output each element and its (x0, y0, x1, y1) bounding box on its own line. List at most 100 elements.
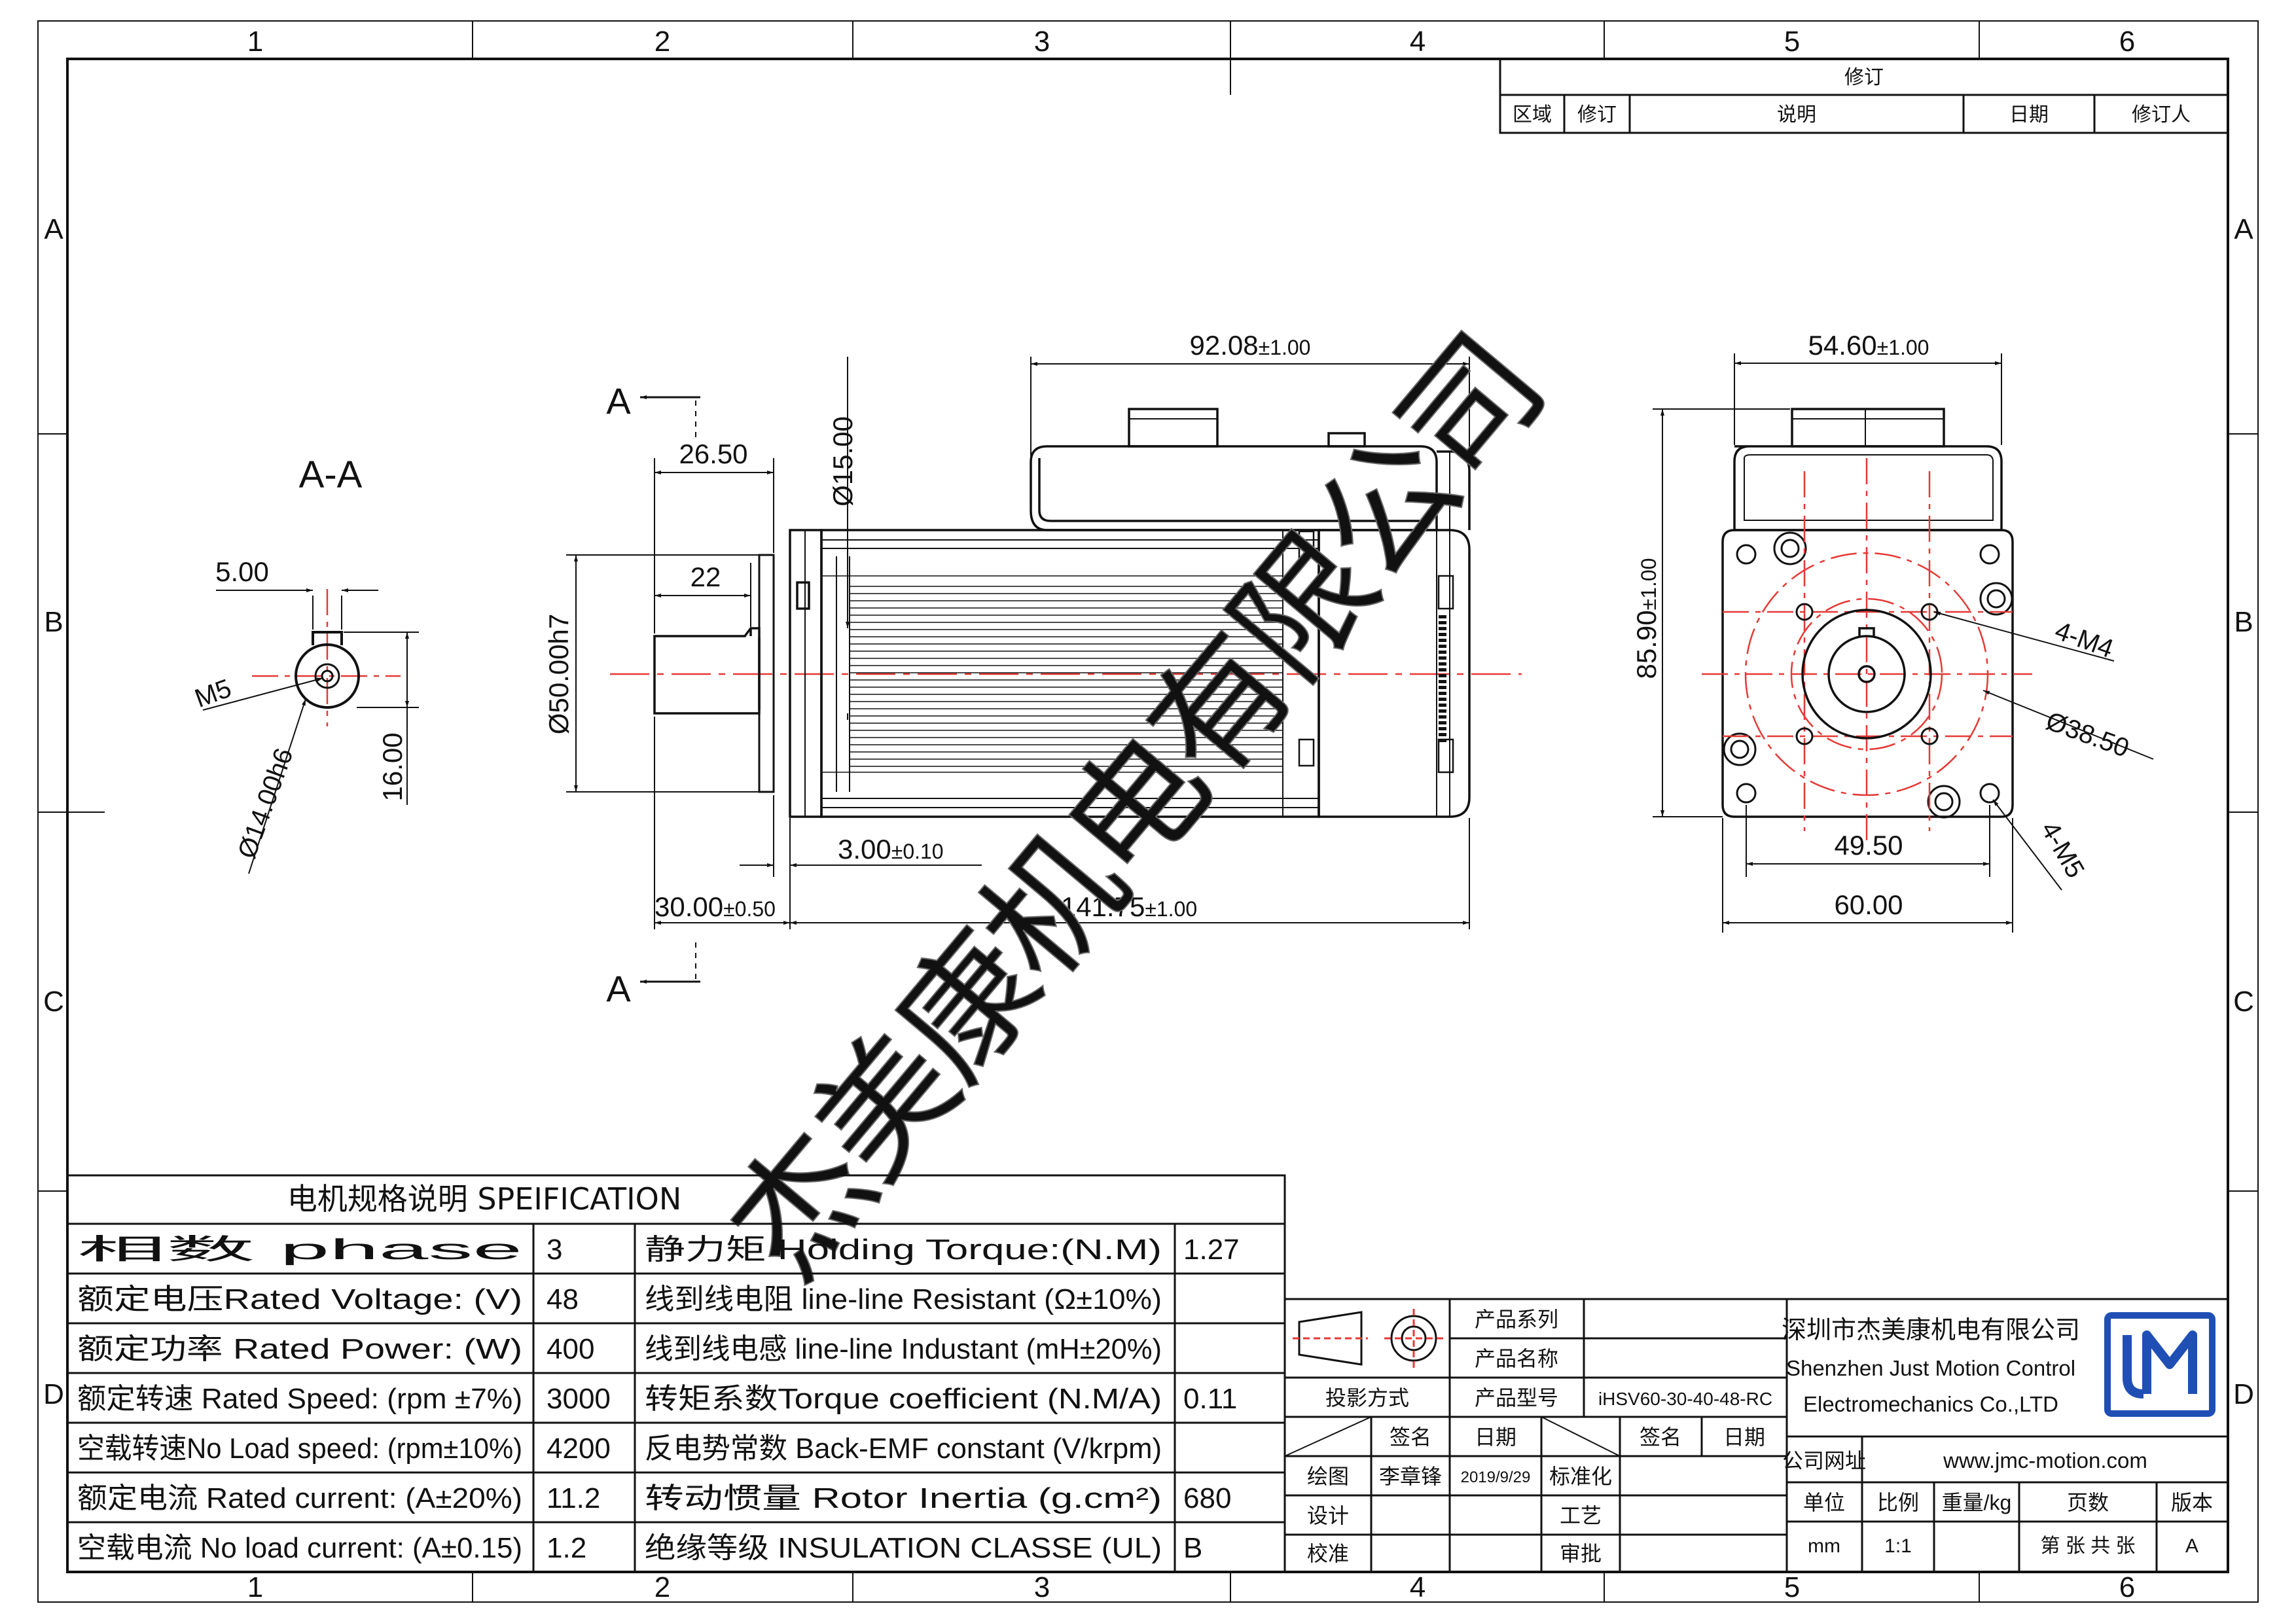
product-model-value: iHSV60-30-40-48-RC (1598, 1389, 1772, 1409)
section-letter-bottom: A (606, 968, 631, 1009)
dim-26-50: 26.50 (679, 438, 747, 469)
revision-title: 修订 (1844, 67, 1884, 88)
gear-tooth (1439, 651, 1446, 654)
zone-row-b-right: B (2234, 606, 2253, 638)
spec-cell-p1: 额定电压Rated Voltage: (V) (77, 1283, 522, 1315)
dim-flat: 16.00 (377, 732, 408, 801)
zone-col-1-bottom: 1 (247, 1571, 263, 1603)
front-view: 54.60±1.00 85.90±1.00 4-M4 Ø38.50 4-M5 4… (1631, 330, 2154, 933)
revision-header-rev: 修订 (1577, 104, 1617, 126)
label-projection: 投影方式 (1325, 1386, 1409, 1410)
spec-cell-p1: 相数 phase (77, 1234, 522, 1266)
drawn-by: 李章锋 (1379, 1465, 1442, 1488)
zone-col-6-top: 6 (2119, 26, 2135, 58)
label-drawn: 绘图 (1307, 1465, 1349, 1488)
m4-holes (1795, 603, 1939, 745)
label-product-name: 产品名称 (1475, 1347, 1558, 1370)
pages-value: 第 张 共 张 (2040, 1535, 2135, 1557)
dim-front-height-value: 85.90 (1631, 610, 1662, 679)
title-block: 产品系列 产品名称 产品型号 iHSV60-30-40-48-RC 投影方式 签… (1283, 1298, 2229, 1573)
gear-tooth (1439, 668, 1446, 671)
label-unit: 单位 (1803, 1491, 1845, 1514)
spec-cell-v1: 1.2 (547, 1532, 586, 1564)
label-weight: 重量/kg (1942, 1491, 2012, 1514)
dim-front-width-tol: ±1.00 (1877, 336, 1929, 359)
spec-cell-v2: B (1183, 1532, 1202, 1564)
zone-row-d-left: D (43, 1378, 64, 1410)
zone-col-4-top: 4 (1410, 26, 1426, 58)
section-marker-top: A (606, 380, 700, 437)
header-date: 日期 (1475, 1425, 1516, 1449)
zone-labels: 1 2 3 4 5 6 1 2 3 4 5 6 A B C D A B C D (43, 26, 2254, 1603)
spec-table-title: 电机规格说明 SPEIFICATION (287, 1181, 682, 1217)
zone-col-5-top: 5 (1784, 26, 1800, 58)
zone-col-5-bottom: 5 (1784, 1571, 1800, 1603)
dim-30-00-tol: ±0.50 (723, 897, 776, 921)
zone-row-c-left: C (43, 986, 64, 1018)
spec-cell-p2: 静力矩 Holding Torque:(N.M) (645, 1234, 1162, 1266)
front-drive-housing (1733, 408, 2003, 531)
rear-cover (1298, 452, 1471, 818)
spec-cell-p1: 额定功率 Rated Power: (W) (77, 1333, 522, 1365)
spec-cell-p2: 转矩系数Torque coefficient (N.M/A) (645, 1383, 1162, 1415)
zone-row-c-right: C (2233, 986, 2254, 1018)
section-letter-top: A (606, 380, 631, 421)
zone-row-d-right: D (2233, 1378, 2254, 1410)
gear-tooth (1439, 615, 1446, 618)
label-pages: 页数 (2067, 1491, 2109, 1514)
drive-housing (1030, 408, 1471, 531)
dim-shaft-dia: Ø14.00h6 (232, 744, 298, 862)
gear-tooth (1439, 627, 1446, 630)
dim-60-00: 60.00 (1834, 889, 1903, 920)
spec-cell-v1: 3000 (547, 1383, 611, 1415)
revision-header-desc: 说明 (1777, 104, 1816, 126)
label-website: 公司网址 (1782, 1449, 1866, 1472)
drawn-date: 2019/9/29 (1461, 1469, 1531, 1486)
dim-drive-length-value: 92.08 (1190, 330, 1259, 361)
dim-d50: Ø50.00h7 (543, 614, 574, 735)
zone-row-b-left: B (44, 606, 63, 638)
gear-tooth (1439, 621, 1446, 624)
dim-30-00: 30.00±0.50 (655, 891, 776, 922)
spec-cell-p2: 线到线电阻 line-line Resistant (Ω±10%) (645, 1283, 1162, 1315)
zone-ticks (38, 21, 2258, 1602)
dim-front-height-tol: ±1.00 (1637, 558, 1660, 611)
spec-cell-v2: 0.11 (1183, 1383, 1237, 1415)
gear-tooth (1439, 715, 1446, 719)
dim-30-00-value: 30.00 (655, 891, 723, 922)
company-name-en-2: Electromechanics Co.,LTD (1803, 1392, 2058, 1416)
spec-cell-p2: 线到线电感 line-line Industant (mH±20%) (645, 1333, 1162, 1365)
zone-col-1-top: 1 (247, 26, 263, 58)
unit-value: mm (1808, 1535, 1840, 1557)
gear-tooth (1439, 698, 1446, 701)
spec-table: 电机规格说明 SPEIFICATION 相数 phase 3 静力矩 Holding… (66, 1174, 1286, 1573)
revision-header-zone: 区域 (1513, 104, 1552, 126)
gear-tooth (1439, 656, 1446, 660)
spec-cell-v2: 680 (1183, 1482, 1231, 1514)
rear-gear-teeth (1439, 615, 1446, 742)
dim-49-50: 49.50 (1834, 830, 1903, 861)
header-sign-2: 签名 (1640, 1425, 1681, 1449)
gear-tooth (1439, 704, 1446, 707)
spec-cell-v1: 11.2 (547, 1482, 600, 1514)
spec-cell-p1: 额定转速 Rated Speed: (rpm ±7%) (77, 1383, 522, 1415)
company-name-en-1: Shenzhen Just Motion Control (1786, 1356, 2075, 1380)
spec-cell-v1: 48 (547, 1283, 579, 1315)
label-d38-50: Ø38.50 (2042, 707, 2132, 763)
dim-d15: Ø15.00 (827, 416, 858, 507)
dim-drive-length: 92.08±1.00 (1190, 330, 1311, 361)
section-aa-view: A-A 5.00 16.00 M5 Ø14.00h6 (191, 454, 419, 874)
company-logo-icon (2104, 1312, 2215, 1417)
dim-front-height: 85.90±1.00 (1631, 558, 1662, 679)
dim-keyway: 5.00 (215, 556, 269, 587)
spec-cell-v1: 3 (547, 1234, 562, 1266)
label-4-m5: 4-M5 (2035, 817, 2090, 883)
label-process: 工艺 (1560, 1504, 1602, 1527)
zone-col-3-top: 3 (1034, 26, 1050, 58)
spec-cell-p1: 额定电流 Rated current: (A±20%) (77, 1482, 522, 1514)
revision-header-by: 修订人 (2132, 104, 2191, 126)
gear-tooth (1439, 680, 1446, 683)
gear-tooth (1439, 639, 1446, 642)
spec-cell-p1: 空载电流 No load current: (A±0.15) (77, 1532, 522, 1564)
